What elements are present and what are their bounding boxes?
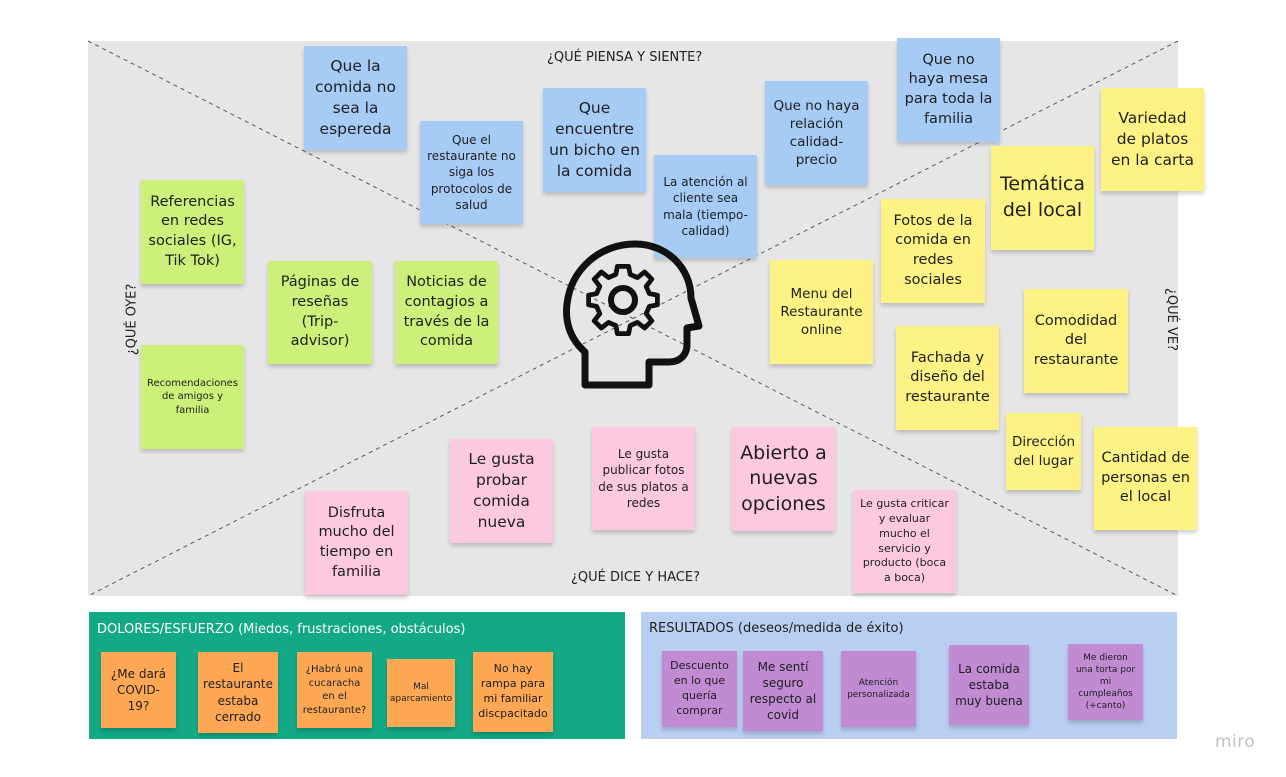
sticky-note[interactable]: El restaurante estaba cerrado xyxy=(198,652,278,733)
sticky-note[interactable]: Abierto a nuevas opciones xyxy=(732,427,835,531)
sticky-note[interactable]: Noticias de contagios a través de la com… xyxy=(395,261,498,364)
sticky-note[interactable]: No hay rampa para mi familiar discpacita… xyxy=(473,652,553,732)
sticky-note[interactable]: Me sentí seguro respecto al covid xyxy=(743,651,823,731)
quadrant-label-hear: ¿QUÉ OYE? xyxy=(124,283,140,356)
sticky-note[interactable]: Menu del Restaurante online xyxy=(770,260,873,364)
sticky-note[interactable]: Que no haya mesa para toda la familia xyxy=(897,38,1000,142)
sticky-note[interactable]: Temática del local xyxy=(991,146,1094,250)
sticky-note[interactable]: Referencias en redes sociales (IG, Tik T… xyxy=(141,180,244,284)
quadrant-label-think-feel: ¿QUÉ PIENSA Y SIENTE? xyxy=(547,50,703,65)
sticky-note[interactable]: Fachada y diseño del restaurante xyxy=(896,326,999,430)
sticky-note[interactable]: Fotos de la comida en redes sociales xyxy=(881,199,985,303)
sticky-note[interactable]: Dirección del lugar xyxy=(1006,413,1081,490)
sticky-note[interactable]: Descuento en lo que quería comprar xyxy=(662,651,737,727)
sticky-note[interactable]: Cantidad de personas en el local xyxy=(1094,427,1197,530)
sticky-note[interactable]: Variedad de platos en la carta xyxy=(1101,88,1204,191)
sticky-note[interactable]: Mal aparcamiento xyxy=(387,659,455,727)
sticky-note[interactable]: ¿Me dará COVID-19? xyxy=(101,652,176,728)
sticky-note[interactable]: Le gusta probar comida nueva xyxy=(450,439,553,543)
sticky-note[interactable]: Le gusta criticar y evaluar mucho el ser… xyxy=(853,490,956,593)
sticky-note[interactable]: Que el restaurante no siga los protocolo… xyxy=(420,121,523,224)
sticky-note[interactable]: Me dieron una torta por mi cumpleaños (+… xyxy=(1068,644,1143,720)
sticky-note[interactable]: La atención al cliente sea mala (tiempo-… xyxy=(654,155,757,258)
sticky-note[interactable]: Atención personalizada xyxy=(841,651,916,727)
sticky-note[interactable]: Comodidad del restaurante xyxy=(1024,289,1128,393)
gains-title: RESULTADOS (deseos/medida de éxito) xyxy=(649,621,904,636)
quadrant-label-see: ¿QUÉ VE? xyxy=(1164,287,1180,352)
sticky-note[interactable]: Que no haya relación calidad-precio xyxy=(765,81,868,185)
sticky-note[interactable]: Disfruta mucho del tiempo en familia xyxy=(305,491,408,595)
sticky-note[interactable]: Le gusta publicar fotos de sus platos a … xyxy=(592,427,695,530)
sticky-note[interactable]: Que la comida no sea la espereda xyxy=(304,46,407,150)
miro-logo: miro xyxy=(1215,732,1256,752)
sticky-note[interactable]: La comida estaba muy buena xyxy=(949,645,1029,725)
quadrant-label-say-do: ¿QUÉ DICE Y HACE? xyxy=(571,570,700,585)
pains-title: DOLORES/ESFUERZO (Miedos, frustraciones,… xyxy=(97,622,466,637)
sticky-note[interactable]: Que encuentre un bicho en la comida xyxy=(543,88,646,192)
sticky-note[interactable]: ¿Habrá una cucaracha en el restaurante? xyxy=(297,652,372,728)
head-with-gear-icon xyxy=(563,240,703,389)
sticky-note[interactable]: Páginas de reseñas (Trip-advisor) xyxy=(268,261,372,364)
sticky-note[interactable]: Recomendaciones de amigos y familia xyxy=(141,345,244,449)
